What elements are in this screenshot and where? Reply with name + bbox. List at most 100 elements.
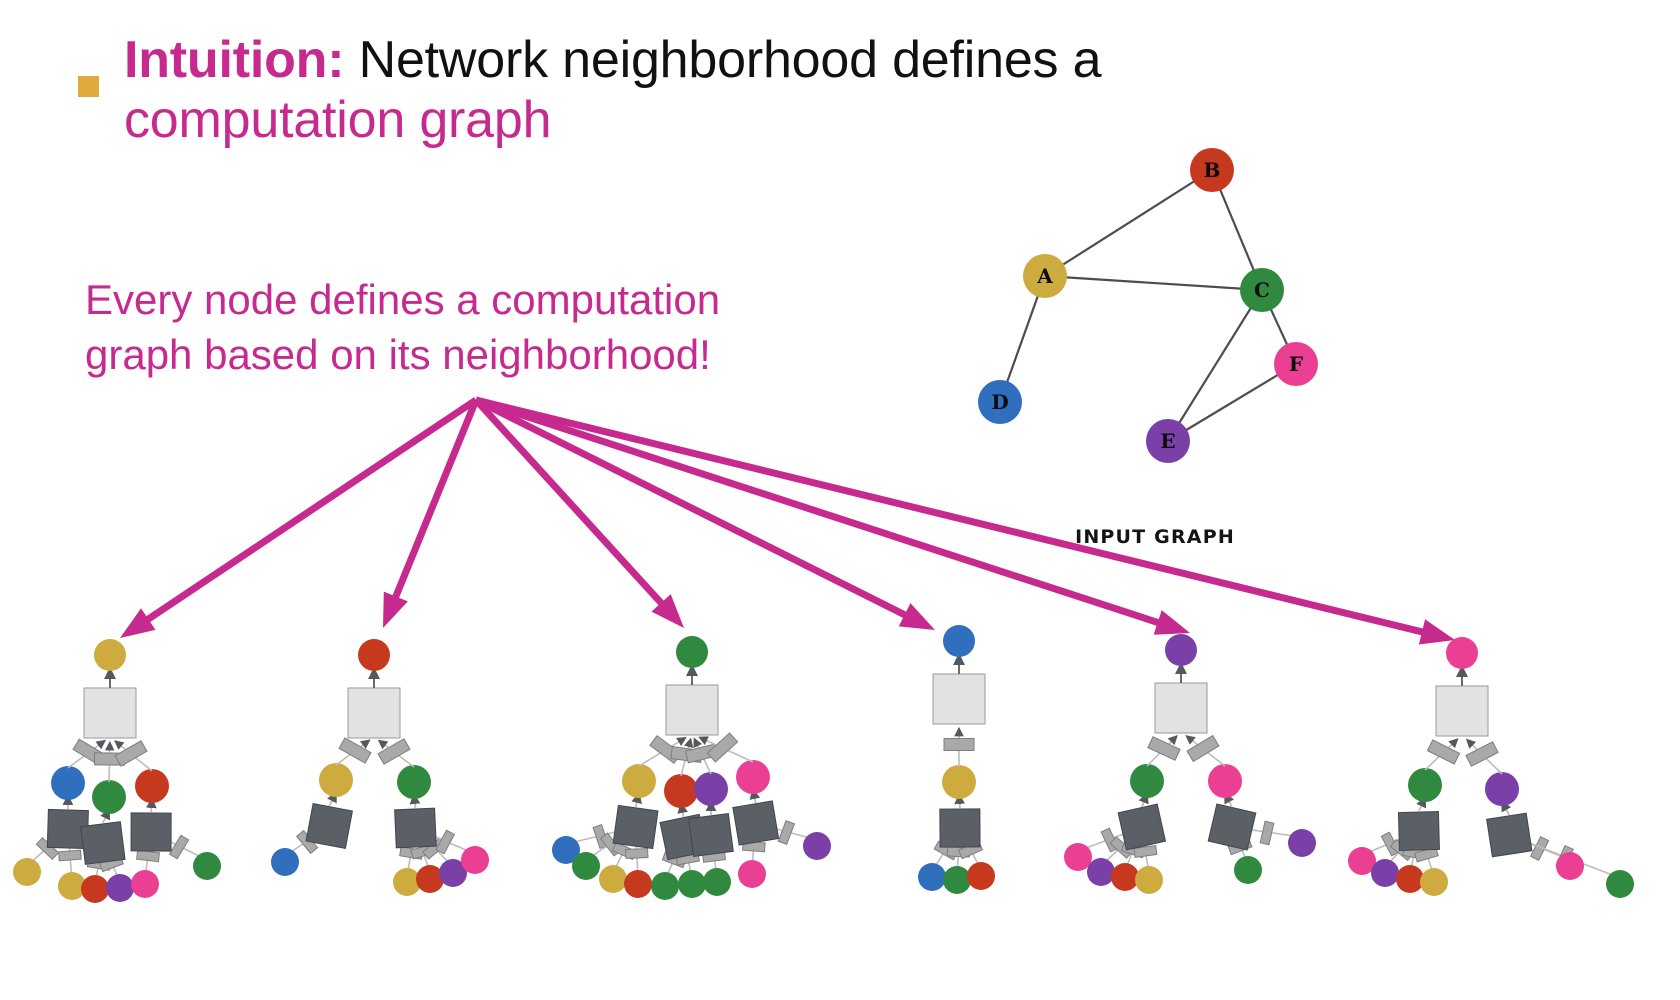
comp-transform-plate bbox=[114, 740, 148, 767]
comp-node-level2-purple bbox=[1288, 829, 1316, 857]
comp-node-level1-purple bbox=[694, 772, 728, 806]
comp-dark-box bbox=[130, 812, 172, 852]
comp-node-level2-gold bbox=[13, 858, 41, 886]
comp-aggregation-box bbox=[1154, 682, 1208, 734]
comp-dark-box bbox=[732, 800, 780, 846]
comp-node-level2-blue bbox=[918, 863, 946, 891]
graph-edge-AD bbox=[998, 275, 1047, 403]
graph-node-A[interactable]: A bbox=[1023, 254, 1067, 298]
comp-node-level2-gold bbox=[599, 865, 627, 893]
comp-root-F bbox=[1446, 637, 1478, 669]
comp-node-level2-red bbox=[81, 875, 109, 903]
graph-edge-AC bbox=[1044, 274, 1263, 292]
computation-graph-C bbox=[552, 636, 831, 900]
comp-root-D bbox=[943, 625, 975, 657]
comp-node-level2-pink bbox=[738, 860, 766, 888]
comp-dark-box bbox=[1397, 810, 1440, 852]
comp-root-C bbox=[676, 636, 708, 668]
comp-dark-box bbox=[394, 807, 437, 849]
title-keyword: Intuition: bbox=[124, 31, 345, 89]
comp-node-level1-red bbox=[664, 774, 698, 808]
comp-transform-plate bbox=[338, 737, 372, 764]
node-label: F bbox=[1289, 352, 1303, 376]
comp-node-level2-gold bbox=[1135, 866, 1163, 894]
comp-dark-box bbox=[305, 803, 353, 849]
graph-node-C[interactable]: C bbox=[1240, 268, 1284, 312]
comp-transform-plate bbox=[168, 834, 190, 860]
comp-transform-plate bbox=[1133, 845, 1158, 858]
node-label: C bbox=[1254, 278, 1270, 302]
body-line-1: Every node defines a computation bbox=[85, 276, 721, 323]
comp-node-level1-blue bbox=[51, 766, 85, 800]
comp-node-level2-green bbox=[1234, 856, 1262, 884]
comp-transform-plate bbox=[1465, 741, 1499, 767]
comp-aggregation-box bbox=[1435, 685, 1489, 737]
comp-node-level1-gold bbox=[942, 765, 976, 799]
body-line-2: graph based on its neighborhood! bbox=[85, 331, 711, 379]
comp-node-level2-red bbox=[416, 865, 444, 893]
comp-node-level2-green bbox=[943, 866, 971, 894]
comp-transform-plate bbox=[58, 849, 82, 862]
comp-node-level2-red bbox=[1111, 863, 1139, 891]
comp-transform-plate bbox=[377, 738, 411, 765]
graph-node-B[interactable]: B bbox=[1190, 148, 1234, 192]
page-title: Intuition: Network neighborhood defines … bbox=[124, 30, 1104, 151]
comp-node-level1-purple bbox=[1485, 772, 1519, 806]
comp-transform-plate bbox=[1147, 736, 1181, 761]
computation-graph-D bbox=[918, 625, 995, 894]
comp-transform-plate bbox=[1186, 734, 1220, 763]
comp-node-level2-gold bbox=[58, 872, 86, 900]
comp-node-level1-gold bbox=[319, 763, 353, 797]
graph-node-F[interactable]: F bbox=[1274, 342, 1318, 386]
comp-node-level2-red bbox=[624, 870, 652, 898]
comp-transform-plate bbox=[625, 848, 649, 859]
node-circle bbox=[1023, 254, 1067, 298]
comp-root-B bbox=[358, 639, 390, 671]
comp-aggregation-box bbox=[83, 687, 137, 739]
comp-node-level2-red bbox=[1396, 865, 1424, 893]
comp-aggregation-box bbox=[665, 684, 719, 736]
comp-node-level2-green bbox=[1606, 870, 1634, 898]
computation-graph-A bbox=[13, 639, 221, 903]
comp-transform-plate bbox=[943, 738, 975, 751]
graph-edge-AB bbox=[1044, 169, 1213, 277]
comp-transform-plate bbox=[1529, 835, 1550, 862]
comp-node-level1-green bbox=[1408, 768, 1442, 802]
comp-node-level2-purple bbox=[1087, 858, 1115, 886]
comp-node-level2-blue bbox=[552, 836, 580, 864]
comp-dark-box bbox=[688, 813, 734, 857]
comp-dark-box bbox=[1207, 803, 1257, 851]
comp-transform-plate bbox=[777, 819, 796, 846]
comp-node-level1-green bbox=[1130, 764, 1164, 798]
node-circle bbox=[1274, 342, 1318, 386]
comp-node-level2-green bbox=[651, 872, 679, 900]
comp-node-level1-red bbox=[135, 769, 169, 803]
comp-node-level2-green bbox=[678, 870, 706, 898]
node-label: B bbox=[1204, 158, 1221, 182]
comp-node-level2-pink bbox=[1348, 847, 1376, 875]
title-line2: computation graph bbox=[124, 91, 552, 150]
comp-dark-box bbox=[612, 804, 659, 850]
body-text: Every node defines a computation graph b… bbox=[85, 272, 955, 383]
comp-dark-box bbox=[1117, 803, 1167, 851]
comp-node-level1-green bbox=[397, 765, 431, 799]
comp-root-E bbox=[1165, 634, 1197, 666]
comp-node-level2-gold bbox=[393, 868, 421, 896]
node-label: A bbox=[1036, 264, 1053, 288]
comp-root-A bbox=[94, 639, 126, 671]
computation-graph-B bbox=[271, 639, 489, 896]
comp-node-level1-pink bbox=[736, 760, 770, 794]
comp-dark-box bbox=[1486, 812, 1533, 858]
comp-node-level2-red bbox=[967, 862, 995, 890]
comp-aggregation-box bbox=[347, 687, 401, 739]
comp-node-level1-green bbox=[92, 780, 126, 814]
comp-node-level2-purple bbox=[439, 859, 467, 887]
comp-node-level2-purple bbox=[106, 874, 134, 902]
comp-node-level2-pink bbox=[131, 870, 159, 898]
comp-node-level2-pink bbox=[1556, 852, 1584, 880]
node-circle bbox=[1240, 268, 1284, 312]
comp-transform-plate bbox=[706, 732, 739, 763]
comp-transform-plate bbox=[1426, 739, 1461, 765]
computation-graph-F bbox=[1348, 637, 1634, 898]
